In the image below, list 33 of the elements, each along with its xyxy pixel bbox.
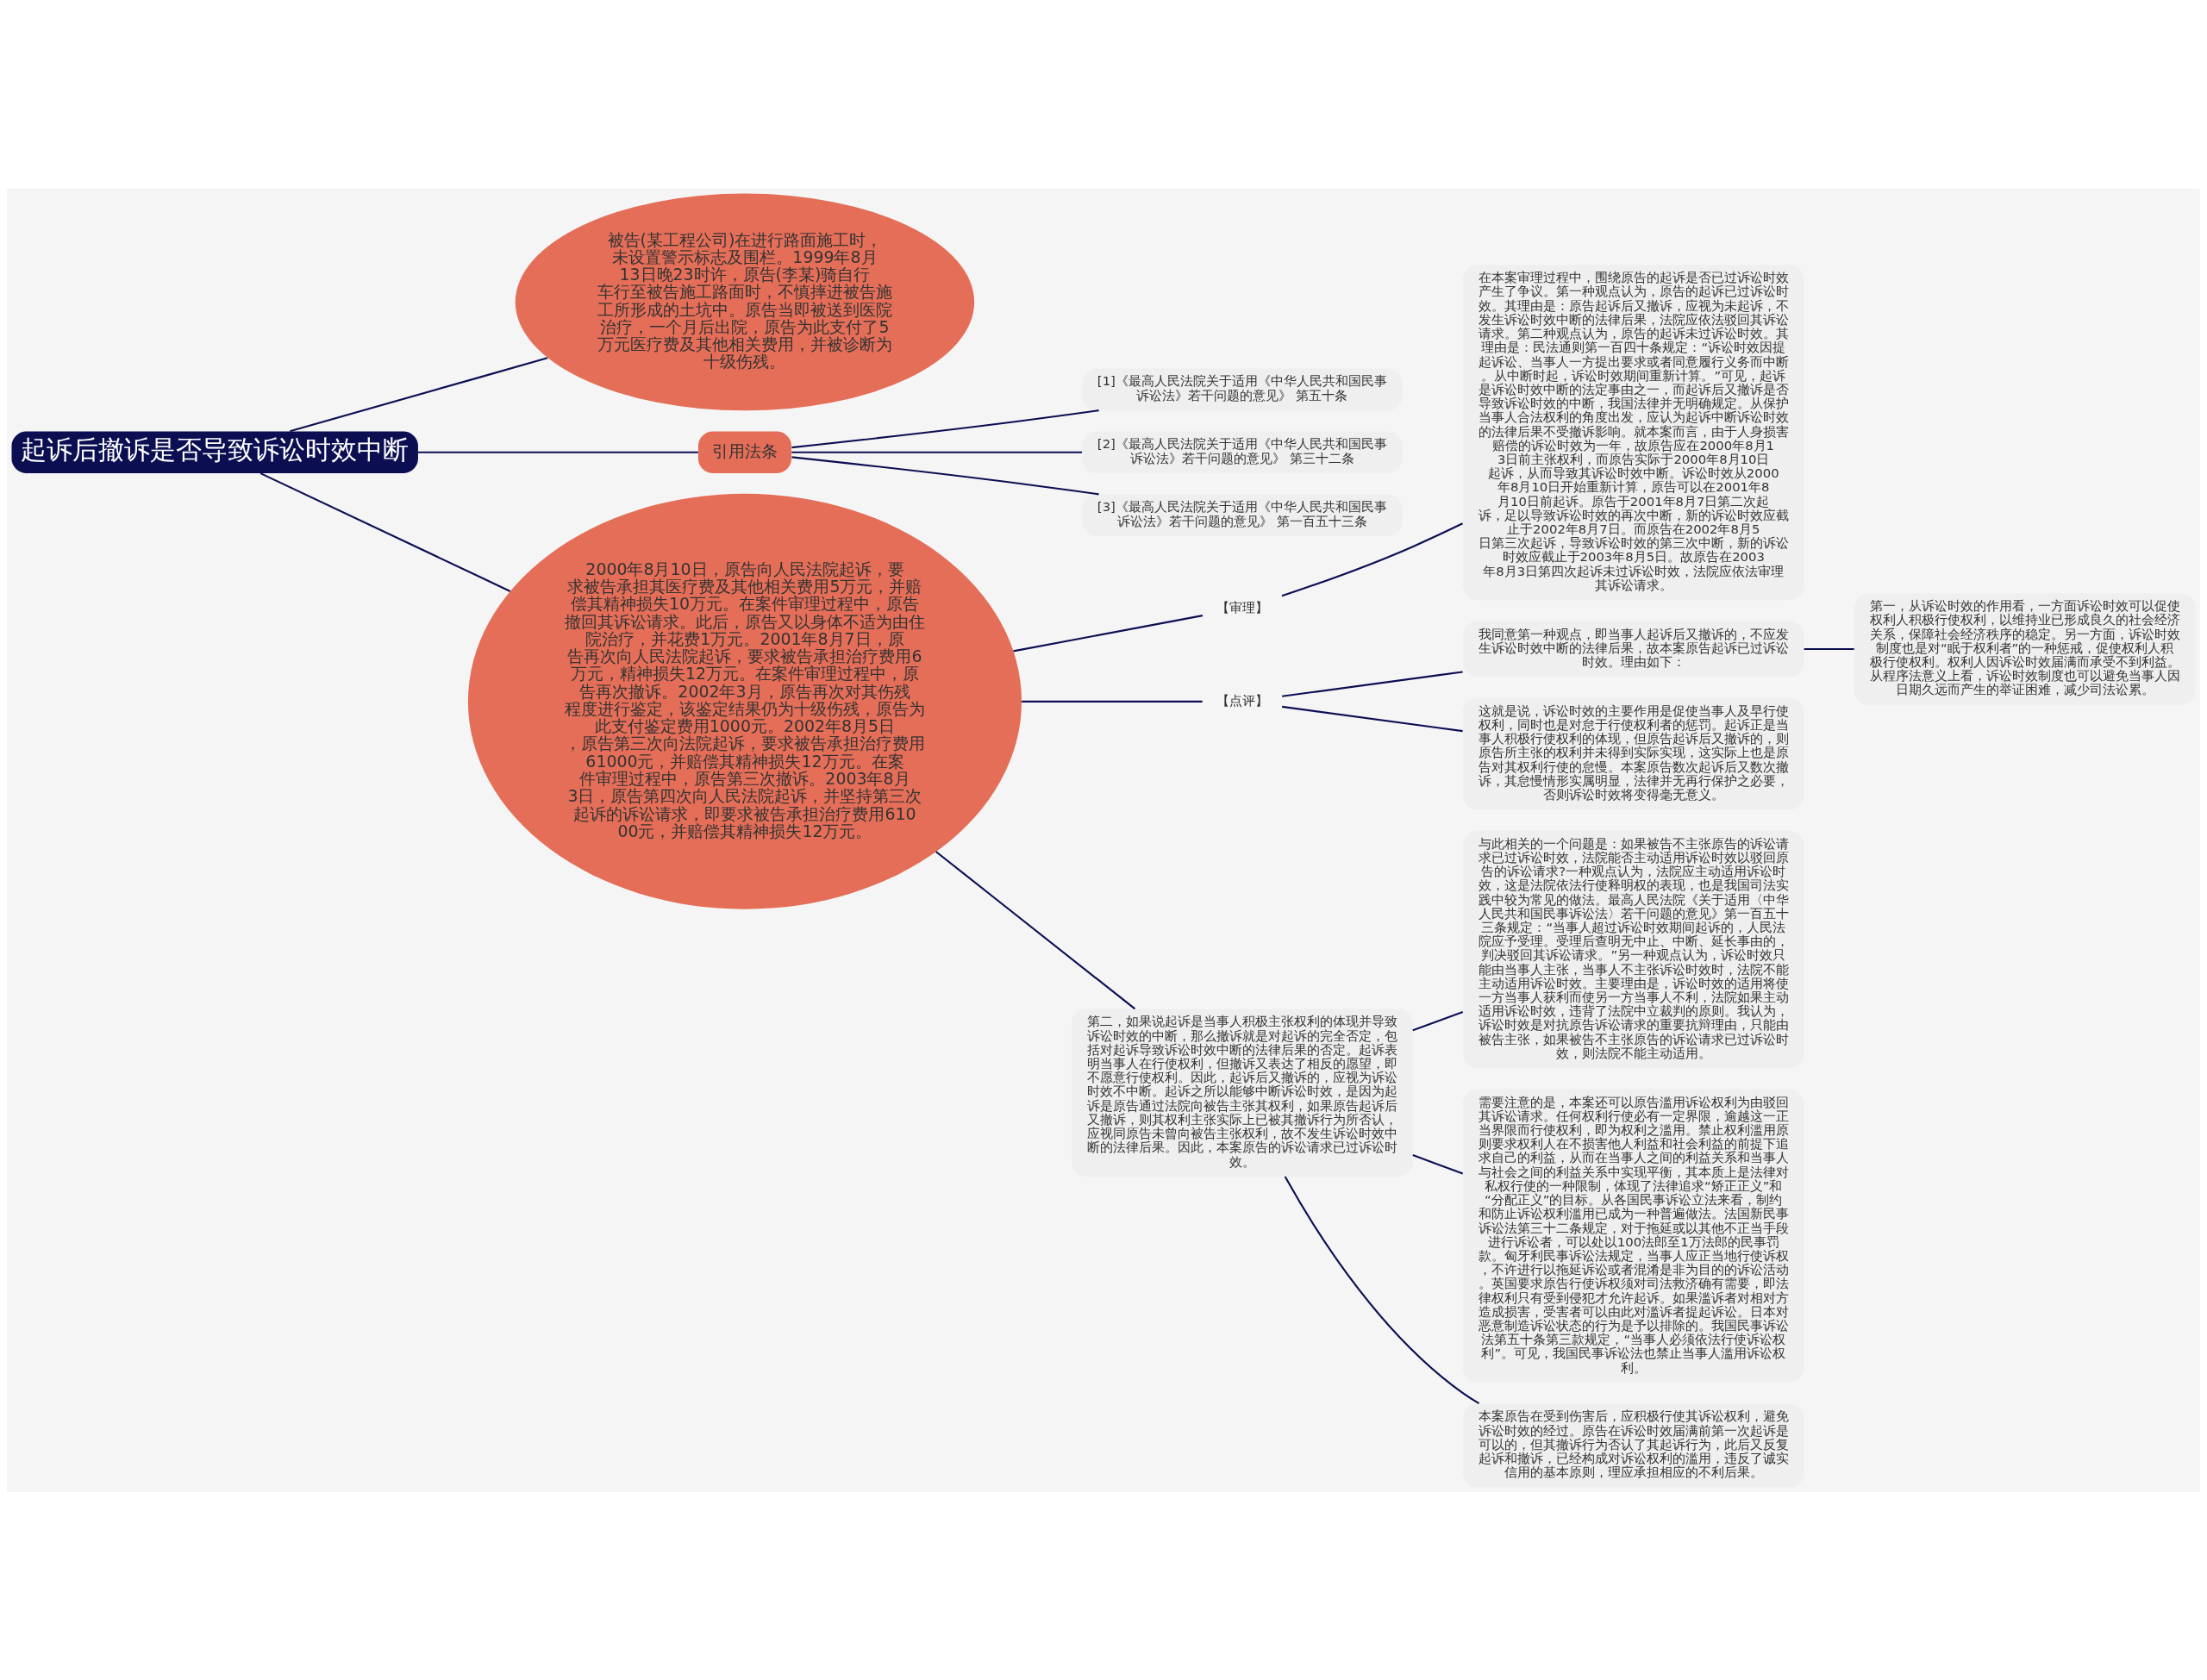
node-box: [2]《最高人民法院关于适用《中华人民共和国民事诉讼法》若干问题的意见》 第三十二条 <box>1082 430 1403 473</box>
node-box: 我同意第一种观点，即当事人起诉后又撤诉的，不应发生诉讼时效中断的法律后果，故本案原告起诉已过诉讼时效。理由如下： <box>1462 621 1804 677</box>
connector <box>1804 647 1854 650</box>
node-ellipse: 被告(某工程公司)在进行路面施工时，未设置警示标志及围栏。1999年8月13日晚23时许，原告(李某)骑自行车行至被告施工路面时，不慎摔进被告施工所形成的土坑中。原告当即被送到医院治疗，一个月后出院，原告为此支付了5万元医疗费及其他相关费用，并被诊断为十级伤残。 <box>515 193 975 410</box>
connector <box>1284 1176 1480 1404</box>
node-text: 【审理】 <box>1216 599 1268 615</box>
connector <box>1412 1153 1464 1174</box>
connector <box>1281 521 1463 596</box>
node-text: 【点评】 <box>1216 692 1268 709</box>
node-box: 本案原告在受到伤害后，应积极行使其诉讼权利，避免诉讼时效的经过。原告在诉讼时效届满前第一次起诉是可以的，但其撤诉行为否认了其起诉行为，此后又反复起诉和撤诉，已经构成对诉讼权利的滥用，违反了诚实信用的基本原则，理应承担相应的不利后果。 <box>1462 1402 1804 1488</box>
node-box: 与此相关的一个问题是：如果被告不主张原告的诉讼请求已过诉讼时效，法院能否主动适用诉讼时效以驳回原告的诉讼请求?一种观点认为，法院应主动适用诉讼时效，这是法院依法行使释明权的表现，也是我国司法实践中较为常见的做法。最高人民法院《关于适用〈中华人民共和国民事诉讼法〉若干问题的意见》第一百五十三条规定：“当事人超过诉讼时效期间起诉的，人民法院应予受理。受理后查明无中止、中断、延长事由的，判决驳回其诉讼请求。”另一种观点认为，诉讼时效只能由当事人主张，当事人不主张诉讼时效时，法院不能主动适用诉讼时效。主要理由是，诉讼时效的适用将使一方当事人获利而使另一方当事人不利，法院如果主动适用诉讼时效，违背了法院中立裁判的原则。我认为，诉讼时效是对抗原告诉讼请求的重要抗辩理由，只能由被告主张，如果被告不主张原告的诉讼请求已过诉讼时效，则法院不能主动适用。 <box>1462 830 1804 1068</box>
node-box: 引用法条 <box>697 430 791 473</box>
connector <box>259 472 511 592</box>
connector <box>1281 670 1463 697</box>
connector <box>418 451 698 453</box>
connector <box>791 451 1082 453</box>
node-box: [1]《最高人民法院关于适用《中华人民共和国民事诉讼法》若干问题的意见》 第五十条 <box>1082 368 1403 410</box>
node-ellipse: 2000年8月10日，原告向人民法院起诉，要求被告承担其医疗费及其他相关费用5万元，并赔偿其精神损失10万元。在案件审理过程中，原告撤回其诉讼请求。此后，原告又以身体不适为由住院治疗，并花费1万元。2001年8月7日，原告再次向人民法院起诉，要求被告承担治疗费用6万元，精神损失12万元。在案件审理过程中，原告再次撤诉。2002年3月，原告再次对其伤残程度进行鉴定，该鉴定结果仍为十级伤残，原告为此支付鉴定费用1000元。2002年8月5日，原告第三次向法院起诉，要求被告承担治疗费用61000元，并赔偿其精神损失12万元。在案件审理过程中，原告第三次撤诉。2003年8月3日，原告第四次向人民法院起诉，并坚持第三次起诉的诉讼请求，即要求被告承担治疗费用61000元，并赔偿其精神损失12万元。 <box>467 493 1022 909</box>
node-box: 第一，从诉讼时效的作用看，一方面诉讼时效可以促使权利人积极行使权利，以维持业已形成良久的社会经济关系，保障社会经济秩序的稳定。另一方面，诉讼时效制度也是对“眠于权利者”的一种惩戒，促使权利人积极行使权利。权利人因诉讼时效届满而承受不到利益。从程序法意义上看，诉讼时效制度也可以避免当事人因日期久远而产生的举证困难，减少司法讼累。 <box>1854 592 2196 705</box>
connector <box>1281 705 1463 732</box>
node-box: [3]《最高人民法院关于适用《中华人民共和国民事诉讼法》若干问题的意见》 第一百五十三条 <box>1082 493 1403 536</box>
connector <box>935 850 1136 1009</box>
connector <box>791 455 1099 495</box>
connector <box>1022 700 1203 703</box>
node-box: 在本案审理过程中，围绕原告的起诉是否已过诉讼时效产生了争议。第一种观点认为，原告的起诉已过诉讼时效。其理由是：原告起诉后又撤诉，应视为未起诉，不发生诉讼时效中断的法律后果，法院应依法驳回其诉讼请求。第二种观点认为，原告的起诉未过诉讼时效。其理由是：民法通则第一百四十条规定：“诉讼时效因提起诉讼、当事人一方提出要求或者同意履行义务而中断。从中断时起，诉讼时效期间重新计算。”可见，起诉是诉讼时效中断的法定事由之一，而起诉后又撤诉是否导致诉讼时效的中断，我国法律并无明确规定。从保护当事人合法权利的角度出发，应认为起诉中断诉讼时效的法律后果不受撤诉影响。就本案而言，由于人身损害赔偿的诉讼时效为一年，故原告应在2000年8月13日前主张权利，而原告实际于2000年8月10日起诉，从而导致其诉讼时效中断。诉讼时效从2000年8月10日开始重新计算，原告可以在2001年8月10日前起诉。原告于2001年8月7日第二次起诉，足以导致诉讼时效的再次中断，新的诉讼时效应截止于2002年8月7日。而原告在2002年8月5日第三次起诉，导致诉讼时效的第三次中断，新的诉讼时效应截止于2003年8月5日。故原告在2003年8月3日第四次起诉未过诉讼时效，法院应依法审理其诉讼请求。 <box>1462 264 1804 600</box>
node-box: 起诉后撤诉是否导致诉讼时效中断 <box>11 430 418 473</box>
node-box: 这就是说，诉讼时效的主要作用是促使当事人及早行使权利，同时也是对怠于行使权利者的惩罚。起诉正是当事人积极行使权利的体现，但原告起诉后又撤诉的，则原告所主张的权利并未得到实际实现，这实际上也是原告对其权利行使的怠慢。本案原告数次起诉后又数次撤诉，其怠慢情形实属明显，法律并无再行保护之必要，否则诉讼时效将变得毫无意义。 <box>1462 697 1804 809</box>
connector <box>1013 614 1204 652</box>
node-box: 第二，如果说起诉是当事人积极主张权利的体现并导致诉讼时效的中断，那么撤诉就是对起诉的完全否定，包括对起诉导致诉讼时效中断的法律后果的否定。起诉表明当事人在行使权利，但撤诉又表达了相反的愿望，即不愿意行使权利。因此，起诉后又撤诉的，应视为诉讼时效不中断。起诉之所以能够中断诉讼时效，是因为起诉是原告通过法院向被告主张其权利，如果原告起诉后又撤诉，则其权利主张实际上已被其撤诉行为所否认，应视同原告未曾向被告主张权利，故不发生诉讼时效中断的法律后果。因此，本案原告的诉讼请求已过诉讼时效。 <box>1071 1008 1413 1177</box>
connector <box>290 356 548 432</box>
node-box: 需要注意的是，本案还可以原告滥用诉讼权利为由驳回其诉讼请求。任何权利行使必有一定界限，逾越这一正当界限而行使权利，即为权利之滥用。禁止权利滥用原则要求权利人在不损害他人利益和社会利益的前提下追求自己的利益，从而在当事人之间的利益关系和当事人与社会之间的利益关系中实现平衡，其本质上是法律对私权行使的一种限制，体现了法律追求“矫正正义”和“分配正义”的目标。从各国民事诉讼立法来看，制约和防止诉讼权利滥用已成为一种普遍做法。法国新民事诉讼法第三十二条规定，对于拖延或以其他不正当手段进行诉讼者，可以处以100法郎至1万法郎的民事罚款。匈牙利民事诉讼法规定，当事人应正当地行使诉权，不许进行以拖延诉讼或者混淆是非为目的的诉讼活动。英国要求原告行使诉权须对司法救济确有需要，即法律权利只有受到侵犯才允许起诉。如果滥诉者对相对方造成损害，受害者可以由此对滥诉者提起诉讼。日本对恶意制造诉讼状态的行为是予以排除的。我国民事诉讼法第五十条第三款规定，“当事人必须依法行使诉讼权利”。可见，我国民事诉讼法也禁止当事人滥用诉讼权利。 <box>1462 1089 1804 1383</box>
connector <box>1412 1010 1464 1031</box>
connector <box>791 409 1099 448</box>
